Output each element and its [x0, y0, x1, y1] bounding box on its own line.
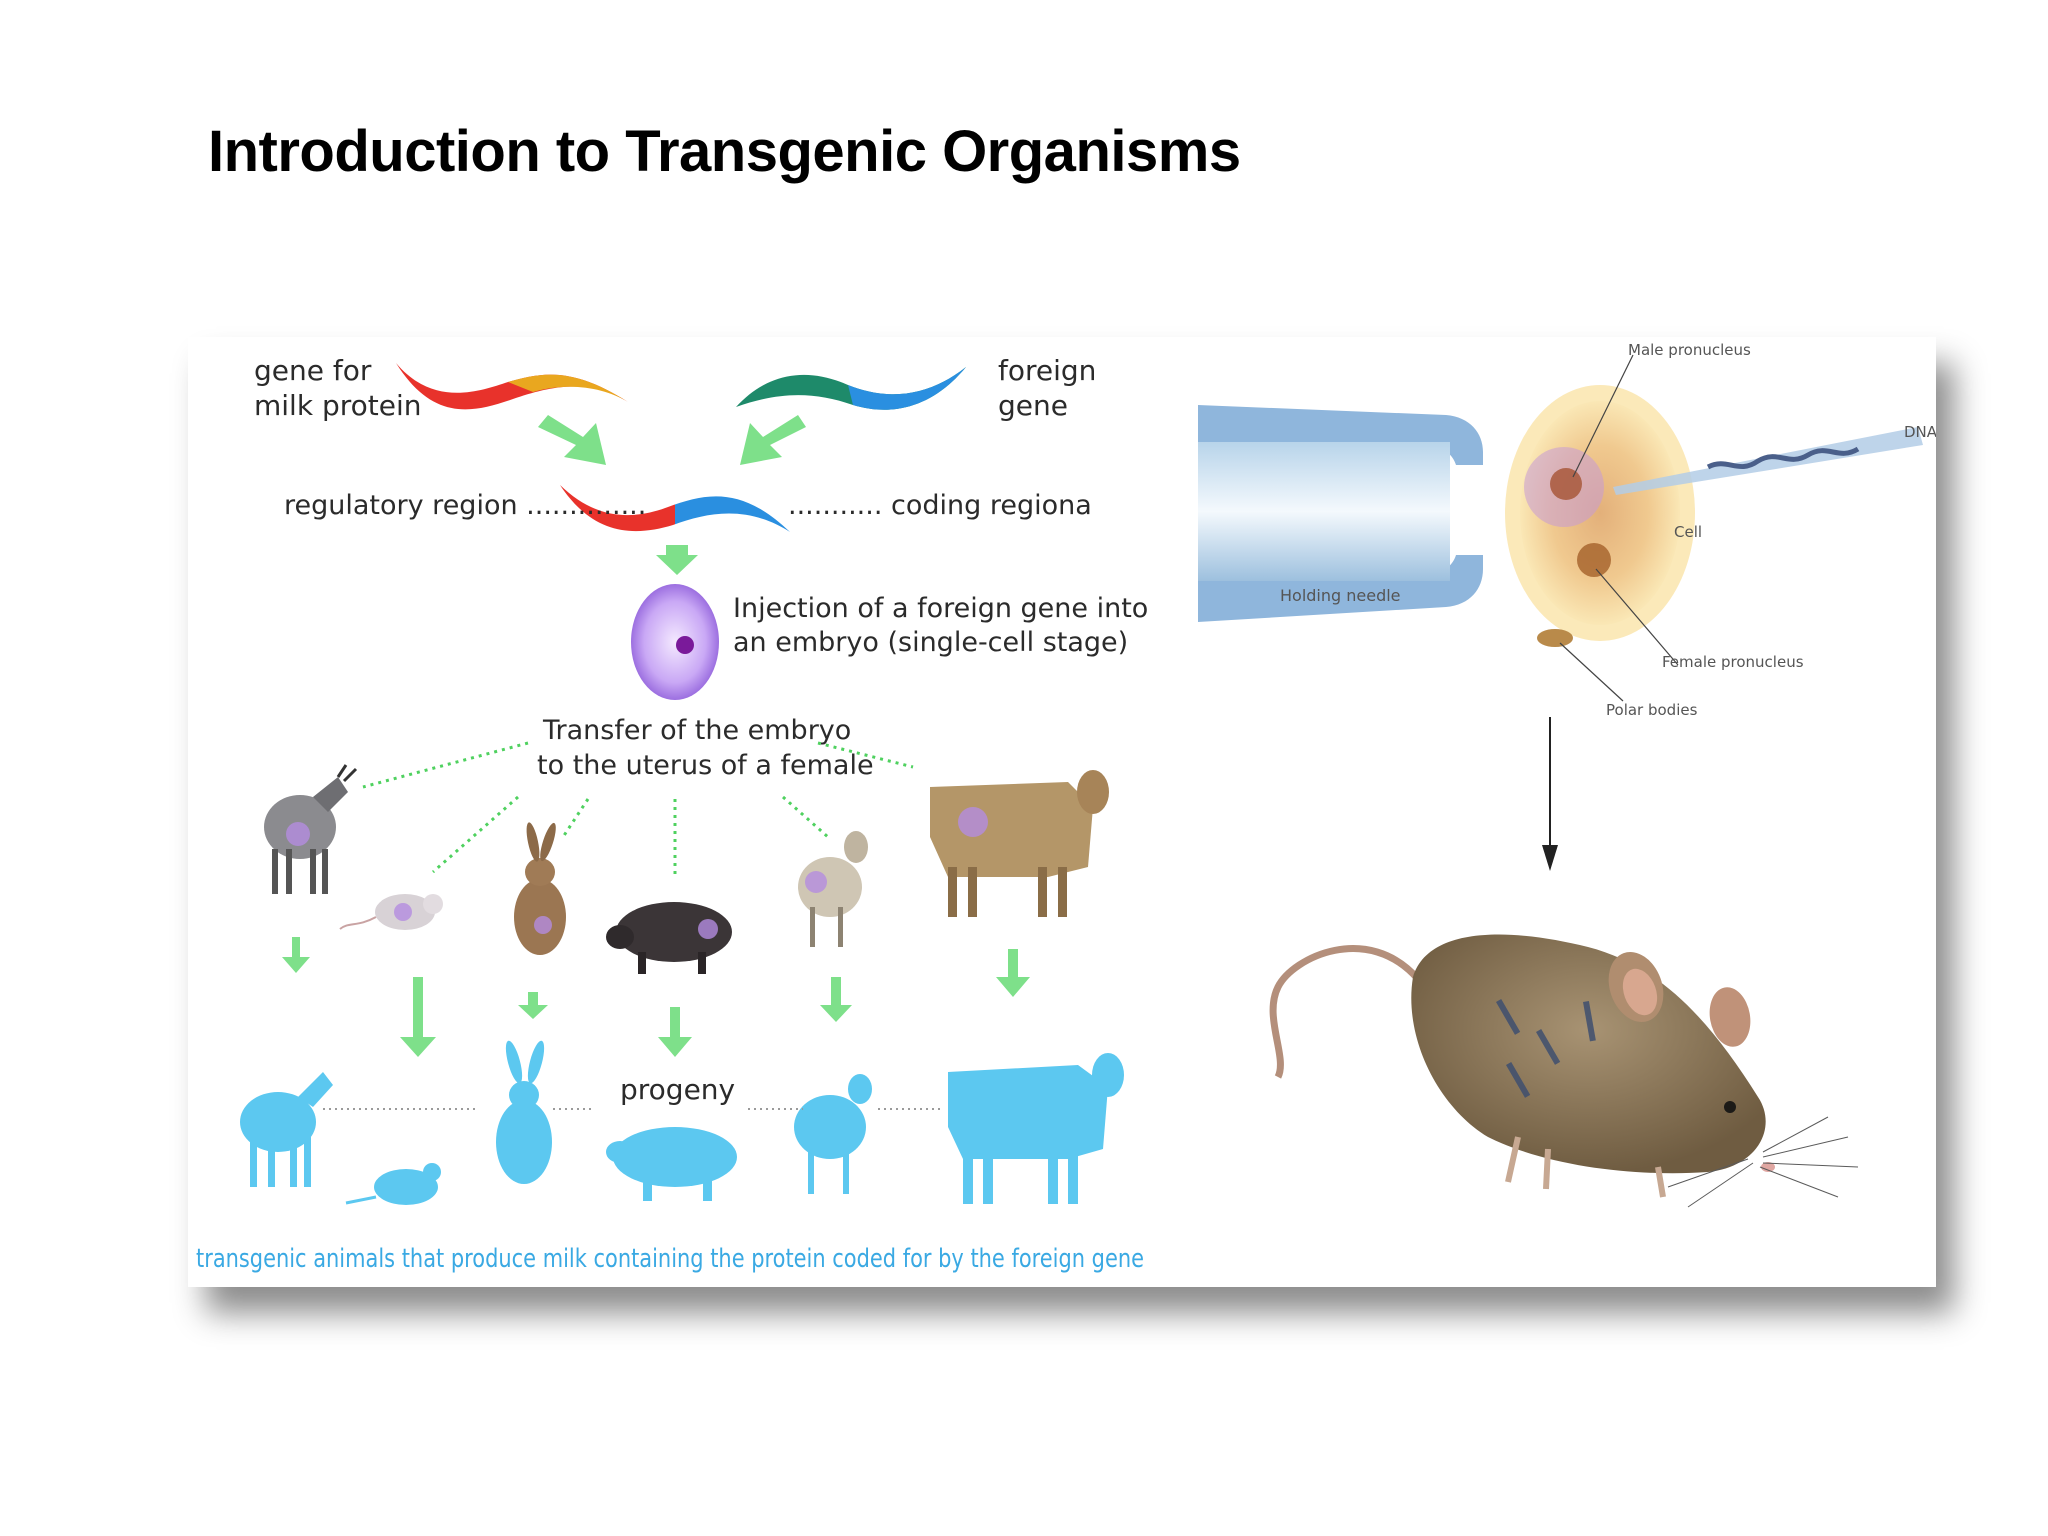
pig-icon — [606, 902, 732, 974]
foreign-gene-label-1: foreign — [998, 354, 1096, 387]
embryo-cell-icon — [631, 584, 719, 700]
transfer-dotted-lines — [362, 741, 914, 877]
female-pronucleus-icon — [1577, 543, 1611, 577]
recombinant-gene-icon — [560, 485, 790, 532]
foreign-gene-label-2: gene — [998, 389, 1068, 422]
progeny-goat-icon — [240, 1072, 333, 1187]
transfer-label-2: to the uterus of a female — [537, 750, 874, 781]
transgenic-mouse-icon — [1269, 934, 1859, 1208]
needle-upper-wall — [1198, 405, 1483, 465]
cow-icon — [930, 770, 1109, 917]
figure-svg: gene for milk protein foreign gene regul… — [196, 341, 1936, 1274]
mouse-icon — [339, 894, 443, 930]
goat-icon — [264, 764, 358, 894]
sheep-icon — [798, 831, 868, 947]
needle-lower-wall — [1198, 555, 1483, 622]
gene-milk-label-1: gene for — [254, 354, 372, 387]
polar-bodies-label: Polar bodies — [1606, 701, 1698, 719]
progeny-silhouettes — [240, 1040, 1124, 1205]
dna-label: DNA — [1904, 423, 1936, 441]
male-pronucleus-label: Male pronucleus — [1628, 341, 1751, 359]
female-pronucleus-label: Female pronucleus — [1662, 653, 1804, 671]
merge-arrow-right — [740, 415, 806, 465]
progeny-arrows — [282, 937, 1030, 1057]
foreign-gene-icon — [736, 367, 966, 410]
regulatory-region-label: regulatory region .............. — [284, 490, 646, 521]
polar-bodies-icon — [1537, 629, 1573, 647]
result-arrowhead-icon — [1542, 845, 1558, 871]
embryo-nucleus-icon — [676, 636, 694, 654]
gene-milk-label-2: milk protein — [254, 389, 421, 422]
holding-needle-icon — [1198, 442, 1450, 581]
progeny-rabbit-icon — [496, 1040, 552, 1184]
merge-arrow-left — [538, 415, 606, 465]
male-pronucleus-icon — [1550, 468, 1582, 500]
down-arrow-icon — [656, 545, 698, 575]
transfer-label-1: Transfer of the embryo — [542, 715, 851, 746]
page-title: Introduction to Transgenic Organisms — [208, 119, 1241, 184]
progeny-label: progeny — [620, 1073, 735, 1106]
progeny-mouse-icon — [345, 1163, 441, 1205]
injection-label-2: an embryo (single-cell stage) — [733, 627, 1128, 658]
transgenic-figure: gene for milk protein foreign gene regul… — [188, 337, 1936, 1287]
injection-pipette-icon — [1613, 427, 1923, 495]
dna-strand-icon — [1706, 446, 1860, 470]
bottom-caption: transgenic animals that produce milk con… — [196, 1244, 1144, 1274]
right-panel: Holding needle DNA Male pronucleus Cell … — [1198, 341, 1936, 1208]
label-leader-lines — [1559, 354, 1679, 702]
holding-needle-label: Holding needle — [1280, 586, 1401, 605]
milk-gene-icon — [396, 363, 628, 410]
mouse-dna-marks-icon — [1496, 998, 1596, 1098]
rabbit-icon — [514, 822, 566, 955]
progeny-sheep-icon — [794, 1074, 872, 1194]
progeny-cow-icon — [948, 1053, 1124, 1204]
injection-label-1: Injection of a foreign gene into — [733, 593, 1148, 624]
progeny-pig-icon — [606, 1127, 737, 1201]
cell-label: Cell — [1674, 523, 1702, 541]
coding-region-label: ........... coding regiona — [788, 490, 1092, 521]
left-panel: gene for milk protein foreign gene regul… — [196, 354, 1148, 1274]
